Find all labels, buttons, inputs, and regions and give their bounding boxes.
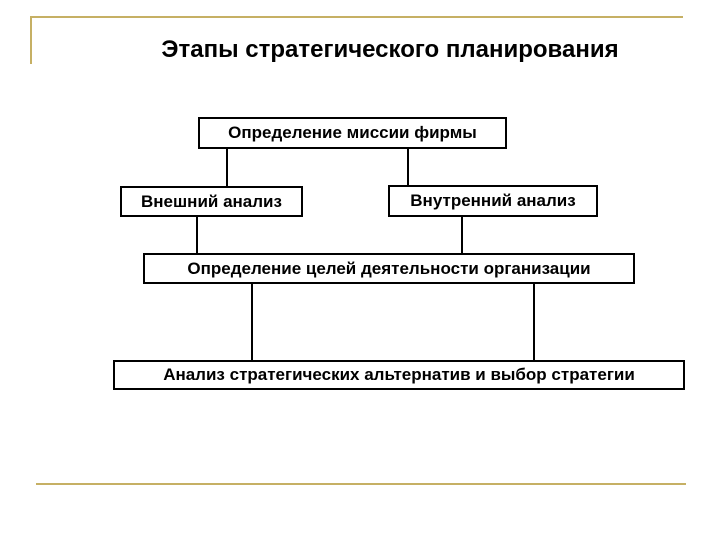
connector-internal-goals bbox=[461, 216, 463, 254]
bottom-border-line bbox=[36, 483, 686, 485]
node-external-analysis: Внешний анализ bbox=[120, 186, 303, 217]
node-mission-definition: Определение миссии фирмы bbox=[198, 117, 507, 149]
connector-mission-external bbox=[226, 148, 228, 187]
connector-external-goals bbox=[196, 216, 198, 254]
node-goals-definition: Определение целей деятельности организац… bbox=[143, 253, 635, 284]
node-internal-analysis: Внутренний анализ bbox=[388, 185, 598, 217]
connector-mission-internal bbox=[407, 148, 409, 186]
connector-goals-alternatives-left bbox=[251, 283, 253, 361]
node-strategy-alternatives: Анализ стратегических альтернатив и выбо… bbox=[113, 360, 685, 390]
connector-goals-alternatives-right bbox=[533, 283, 535, 361]
top-border-line bbox=[30, 16, 683, 18]
left-border-line bbox=[30, 16, 32, 64]
slide-title: Этапы стратегического планирования bbox=[161, 36, 619, 63]
